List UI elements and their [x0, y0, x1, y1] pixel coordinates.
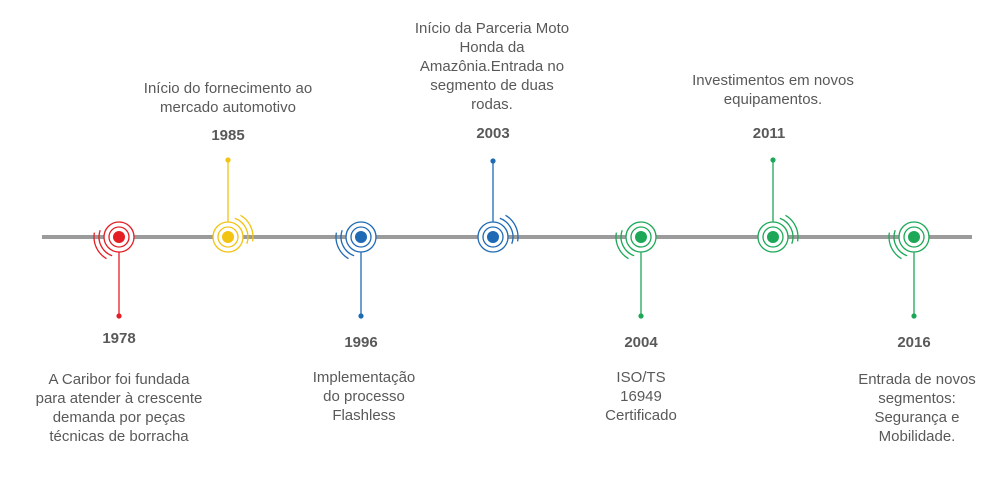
year-label-2011: 2011: [752, 125, 786, 142]
marker-dot-1996: [355, 231, 367, 243]
marker-outer-arc-1985: [240, 214, 254, 242]
marker-outer-arc-2011: [785, 214, 799, 242]
connector-dot-1985: [225, 157, 231, 163]
connector-dot-1996: [358, 313, 364, 319]
event-description-2003: Início da Parceria Moto Honda da Amazôni…: [414, 20, 570, 113]
year-label-1985: 1985: [211, 127, 245, 144]
marker-outer-arc-2016: [888, 232, 902, 260]
connector-dot-2004: [638, 313, 644, 319]
year-label-2003: 2003: [476, 125, 510, 142]
connector-dot-2003: [490, 158, 496, 164]
year-label-2004: 2004: [624, 334, 658, 351]
marker-dot-1985: [222, 231, 234, 243]
marker-outer-arc-1978: [93, 232, 107, 260]
event-description-1978: A Caribor foi fundada para atender à cre…: [35, 371, 203, 445]
marker-arc-2004: [620, 229, 635, 257]
connector-dot-2011: [770, 157, 776, 163]
marker-dot-2004: [635, 231, 647, 243]
event-description-2011: Investimentos em novos equipamentos.: [692, 72, 854, 108]
marker-arc-2011: [779, 217, 794, 245]
connector-dot-1978: [116, 313, 122, 319]
marker-dot-2003: [487, 231, 499, 243]
event-description-1996: Implementação do processo Flashless: [312, 369, 416, 424]
marker-arc-2003: [499, 217, 514, 245]
marker-arc-1978: [98, 229, 113, 257]
marker-outer-arc-2003: [505, 214, 519, 242]
marker-arc-1996: [340, 229, 355, 257]
event-description-2016: Entrada de novos segmentos: Segurança e …: [858, 371, 976, 445]
marker-dot-2011: [767, 231, 779, 243]
event-description-2004: ISO/TS 16949 Certificado: [605, 369, 677, 424]
marker-arc-1985: [234, 217, 249, 245]
marker-dot-2016: [908, 231, 920, 243]
year-label-2016: 2016: [897, 334, 931, 351]
event-description-1985: Início do fornecimento ao mercado automo…: [143, 80, 313, 116]
marker-outer-arc-1996: [335, 232, 349, 260]
marker-dot-1978: [113, 231, 125, 243]
connector-dot-2016: [911, 313, 917, 319]
year-label-1978: 1978: [102, 330, 136, 347]
marker-outer-arc-2004: [615, 232, 629, 260]
year-label-1996: 1996: [344, 334, 378, 351]
marker-arc-2016: [893, 229, 908, 257]
